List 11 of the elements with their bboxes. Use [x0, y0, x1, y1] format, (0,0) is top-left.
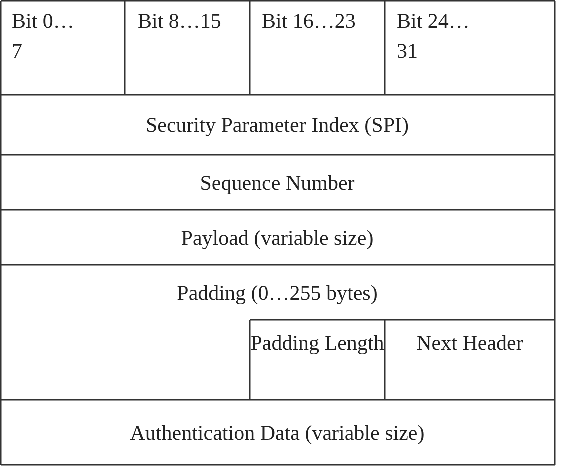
- table-header-cell-text: Bit 24…31: [397, 8, 471, 65]
- table-cell-text: Payload (variable size): [180, 225, 375, 252]
- table-header-cell-text: Bit 16…23: [262, 8, 357, 35]
- table-cell-text: Authentication Data (variable size): [129, 420, 426, 447]
- table-header-cell-text: Bit 8…15: [138, 8, 222, 35]
- table-header-cell-text: Bit 0…7: [12, 8, 76, 65]
- table-cell-text: Padding (0…255 bytes): [176, 280, 379, 307]
- table-cell-text: Padding Length: [250, 330, 385, 357]
- table-cell-text: Sequence Number: [199, 170, 356, 197]
- table-cell-text: Security Parameter Index (SPI): [144, 112, 410, 139]
- table-cell-text: Next Header: [416, 330, 524, 357]
